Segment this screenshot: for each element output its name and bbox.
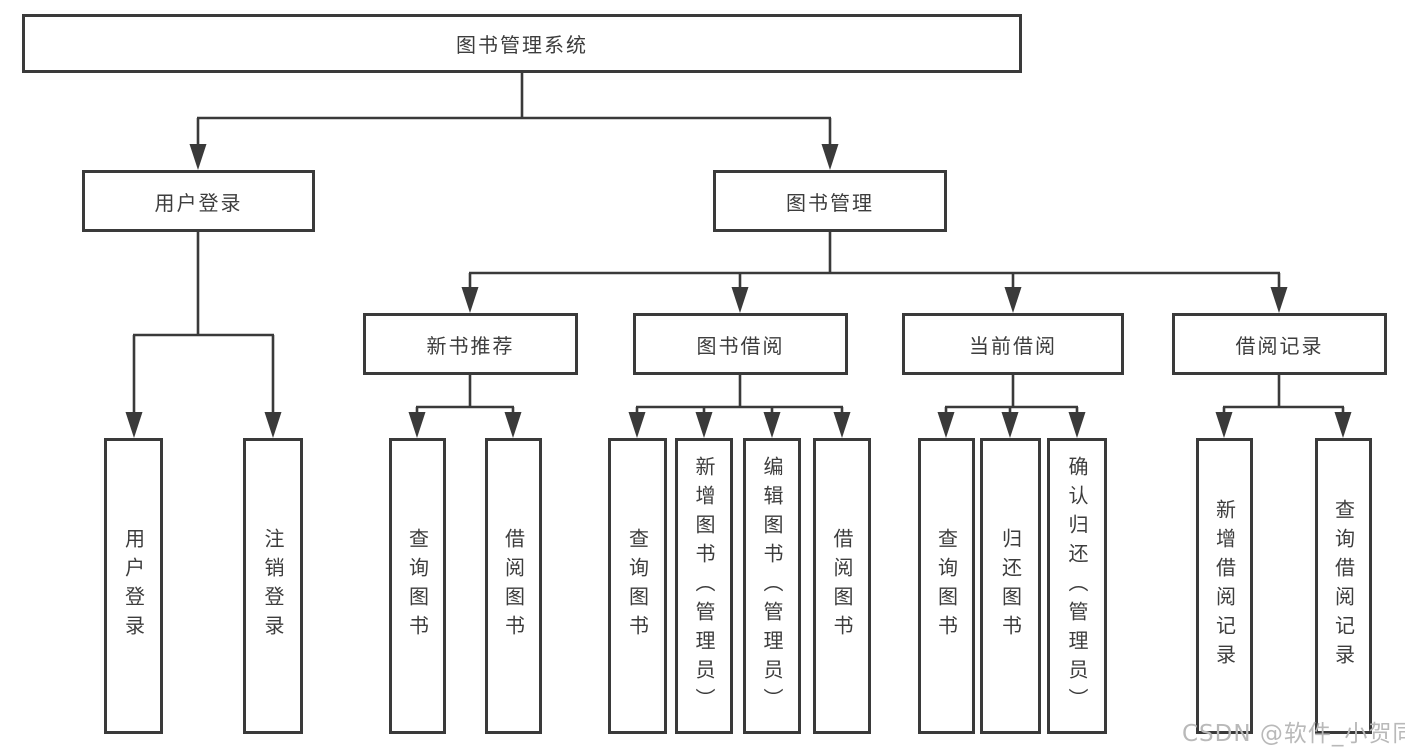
leaf-confirm-return-admin: 确认归还（管理员） xyxy=(1047,438,1107,734)
node-label: 图书借阅 xyxy=(696,333,785,358)
leaf-edit-book-admin: 编辑图书（管理员） xyxy=(743,438,801,734)
node-label: 查询图书 xyxy=(405,528,430,644)
node-book-management: 图书管理 xyxy=(713,170,947,232)
node-label: 查询借阅记录 xyxy=(1331,499,1356,673)
node-label: 当前借阅 xyxy=(969,333,1057,358)
node-label: 图书管理系统 xyxy=(456,33,588,57)
leaf-borrow-books-recommend: 借阅图书 xyxy=(485,438,542,734)
node-label: 新增图书（管理员） xyxy=(692,455,716,717)
node-label: 新书推荐 xyxy=(426,333,515,358)
node-root-library-management-system: 图书管理系统 xyxy=(22,14,1022,73)
node-label: 图书管理 xyxy=(786,190,874,215)
node-label: 查询图书 xyxy=(934,528,959,644)
node-current-borrow: 当前借阅 xyxy=(902,313,1124,375)
node-label: 新增借阅记录 xyxy=(1212,499,1237,673)
node-book-borrow: 图书借阅 xyxy=(633,313,848,375)
leaf-user-login: 用户登录 xyxy=(104,438,163,734)
leaf-query-borrow-record: 查询借阅记录 xyxy=(1315,438,1372,734)
arrowheads xyxy=(125,144,1352,438)
leaf-add-book-admin: 新增图书（管理员） xyxy=(675,438,733,734)
node-borrow-records: 借阅记录 xyxy=(1172,313,1387,375)
node-label: 注销登录 xyxy=(261,528,285,644)
leaf-borrow-books-borrow: 借阅图书 xyxy=(813,438,871,734)
node-label: 借阅图书 xyxy=(501,528,526,644)
node-new-book-recommend: 新书推荐 xyxy=(363,313,578,375)
node-user-login: 用户登录 xyxy=(82,170,315,232)
leaf-query-books-recommend: 查询图书 xyxy=(389,438,446,734)
leaf-add-borrow-record: 新增借阅记录 xyxy=(1196,438,1253,734)
leaf-logout: 注销登录 xyxy=(243,438,303,734)
node-label: 编辑图书（管理员） xyxy=(760,455,784,717)
node-label: 用户登录 xyxy=(121,528,146,644)
node-label: 借阅图书 xyxy=(830,528,854,644)
node-label: 用户登录 xyxy=(154,190,243,215)
leaf-return-book: 归还图书 xyxy=(980,438,1041,734)
node-label: 借阅记录 xyxy=(1235,333,1324,358)
leaf-query-books-borrow: 查询图书 xyxy=(608,438,667,734)
leaf-query-books-current: 查询图书 xyxy=(918,438,975,734)
node-label: 归还图书 xyxy=(998,528,1023,644)
node-label: 查询图书 xyxy=(625,528,650,644)
node-label: 确认归还（管理员） xyxy=(1065,455,1089,717)
